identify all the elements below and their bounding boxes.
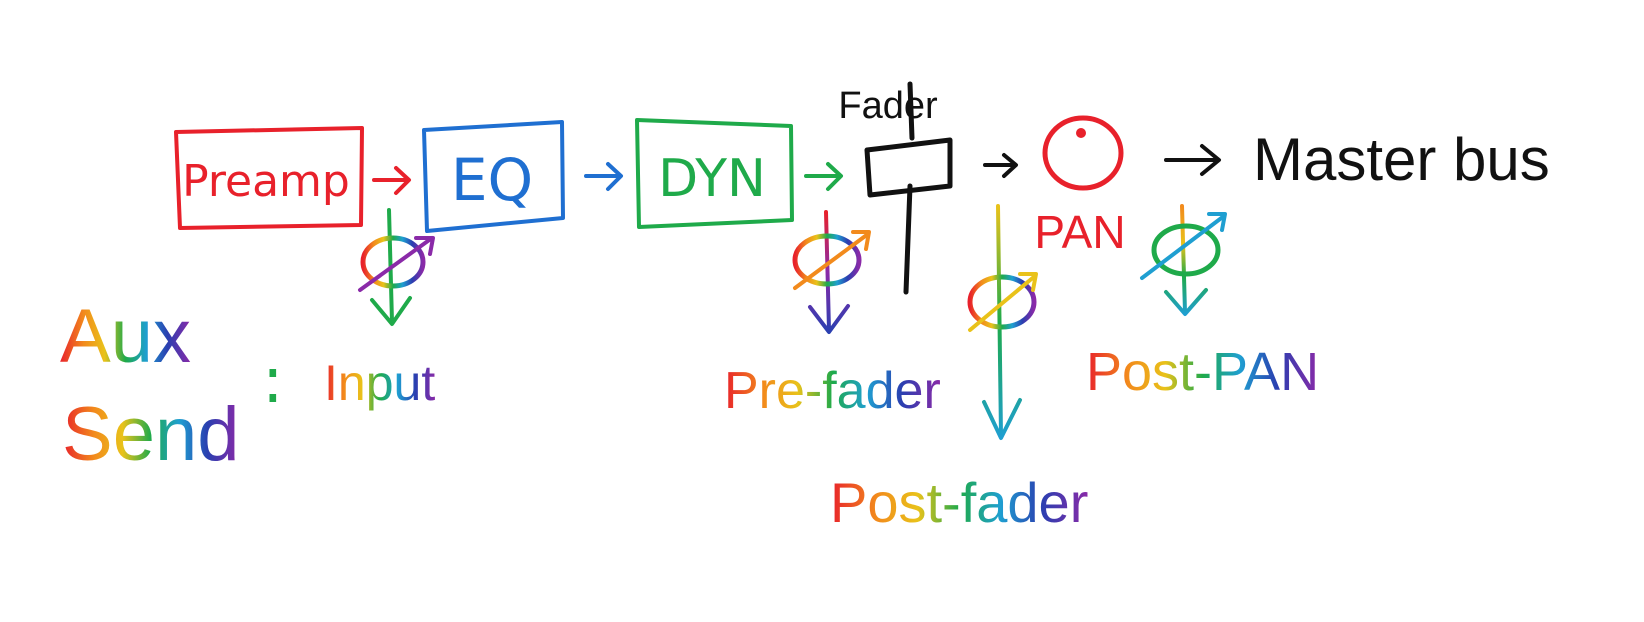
eq-block: EQ	[422, 120, 565, 233]
tap-input-label: Input	[324, 355, 435, 411]
master-bus-label: Master bus	[1253, 126, 1550, 193]
dyn-label: DYN	[658, 149, 766, 209]
aux-colon: :	[262, 344, 284, 418]
tap-post-pan-label: Post-PAN	[1086, 342, 1319, 402]
arrow-pan-to-master	[1164, 144, 1221, 176]
fader-label: Fader	[838, 85, 938, 127]
arrow-fader-to-pan	[983, 153, 1018, 178]
arrow-preamp-to-eq	[372, 166, 411, 195]
fader-symbol: Fader	[838, 81, 953, 295]
tap-pre-fader-label: Pre-fader	[724, 362, 941, 420]
eq-label: EQ	[451, 146, 533, 214]
preamp-block: Preamp	[174, 126, 364, 230]
dyn-block: DYN	[635, 118, 794, 229]
pan-label: PAN	[1034, 206, 1125, 258]
tap-post-pan	[1140, 204, 1227, 316]
tap-pre-fader	[792, 210, 871, 334]
tap-input	[358, 208, 435, 326]
tap-post-fader	[967, 204, 1038, 440]
arrow-eq-to-dyn	[584, 162, 623, 191]
pan-knob: PAN	[1034, 115, 1126, 258]
aux-title-line2: Send	[62, 392, 240, 477]
preamp-label: Preamp	[182, 156, 350, 207]
tap-post-fader-label: Post-fader	[830, 471, 1088, 534]
aux-title-line1: Aux	[60, 294, 191, 379]
arrow-dyn-to-fader	[804, 162, 843, 191]
